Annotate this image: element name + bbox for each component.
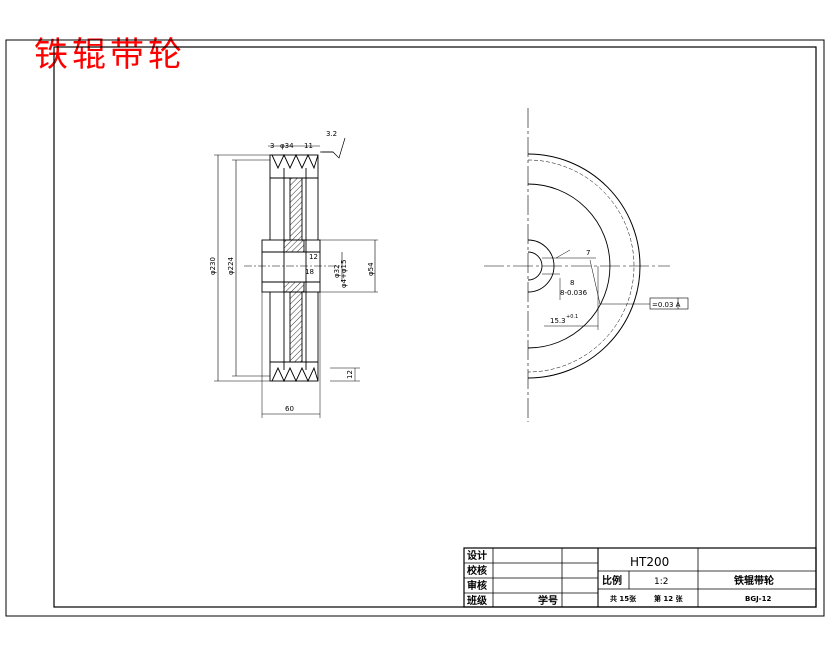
dim-bore-b: φ4+φ15: [340, 260, 348, 288]
bottom-grooves: [271, 366, 319, 383]
dim-keyway-tol: 8-0.036: [560, 289, 588, 297]
tb-sheet-no: 第 12 张: [654, 594, 684, 603]
tolerance-frame: =0.03 A: [652, 301, 681, 309]
dim-top-left: 3: [270, 142, 274, 150]
dim-hub-dia: φ54: [367, 262, 375, 276]
dim-top-mid: φ34: [280, 142, 294, 150]
end-view: [484, 108, 689, 422]
dim-keyway-depth-tol: +0.1: [566, 314, 578, 320]
title-block: [463, 547, 817, 608]
dim-roughness: 3.2: [326, 130, 337, 138]
tb-part-name: 铁辊带轮: [734, 574, 774, 587]
tb-scale-label: 比例: [602, 574, 622, 587]
dim-small-note: 18: [305, 268, 314, 276]
dim-angle-note: 7: [586, 249, 590, 257]
tb-drawing-no: BGJ-12: [745, 595, 771, 603]
dim-keyway-w: 8: [570, 279, 574, 287]
dim-hub-width: 12: [309, 253, 318, 261]
outer-border: [5, 39, 825, 617]
dim-outer-dia: φ230: [209, 257, 217, 275]
hub-hatch-top: [283, 239, 305, 253]
tb-scale-value: 1:2: [654, 577, 668, 587]
tb-row-design: 设计: [467, 549, 487, 562]
tb-sheets-total: 共 15张: [610, 594, 637, 603]
dim-top-right: 11: [304, 142, 313, 150]
dim-bore-a: φ32: [333, 264, 341, 278]
dim-pitch-dia: φ224: [227, 256, 235, 275]
section-view: [214, 137, 378, 418]
tb-student-no-label: 学号: [538, 594, 558, 607]
tb-row-review: 审核: [467, 579, 487, 592]
drawing-corner-title: 铁辊带轮: [34, 35, 186, 75]
upper-web: [289, 177, 303, 241]
lower-web: [289, 291, 303, 363]
dim-overall-width: 60: [285, 405, 294, 413]
tb-material: HT200: [630, 555, 669, 569]
tb-row-class: 班级: [467, 594, 488, 607]
dim-right-small: 12: [346, 370, 354, 379]
hub-hatch-bottom: [283, 281, 305, 293]
tb-row-check: 校核: [467, 564, 487, 577]
top-grooves: [271, 153, 319, 170]
dim-keyway-depth: 15.3: [550, 317, 566, 325]
inner-border: [53, 46, 817, 608]
